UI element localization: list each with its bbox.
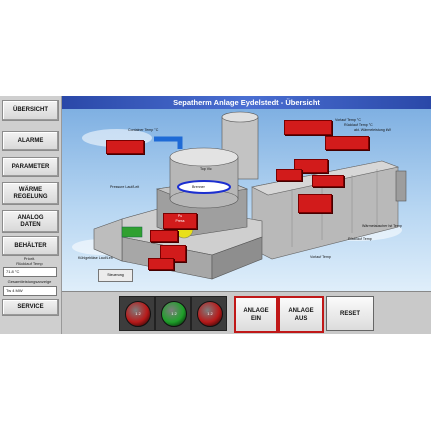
vorlauf-temp-label: Vorlauf Temp °C — [335, 118, 361, 122]
red-value-box[interactable] — [276, 169, 302, 181]
ruecklauf-temp-label: Priorit. Rücklauf Temp — [16, 256, 43, 266]
fuel-press-box[interactable]: Pu Press — [163, 213, 197, 229]
burner-ring — [177, 180, 231, 194]
status-lamp-red-icon: 1 2 — [125, 301, 151, 327]
nav-label: ALARME — [17, 137, 44, 144]
ruecklauf-temp-value: 71.8 °C — [3, 267, 57, 277]
vorlauf-temp-value[interactable] — [284, 120, 332, 135]
ruecklauf-temp-label-top: Rücklauf Temp °C — [344, 123, 373, 127]
nav-alarme-button[interactable]: ALARME — [2, 131, 59, 151]
anlage-ein-button[interactable]: ANLAGE EIN — [234, 296, 278, 333]
steuerung-box[interactable]: Steuerung — [98, 269, 133, 282]
fuel-press-label: Pu Press — [175, 214, 185, 223]
waermetauscher-label: Wärmetauscher Ist Temp — [362, 224, 402, 228]
sidebar: ÜBERSICHT ALARME PARAMETER WÄRME REGELUN… — [0, 96, 62, 334]
lamp-cell-2: 1 2 — [155, 296, 191, 331]
reactor-label: Top Vic — [200, 167, 212, 171]
gesamtleistung-value: Tw 4 MW — [3, 286, 57, 296]
nav-behaelter-button[interactable]: BEHÄLTER — [2, 236, 59, 256]
status-lamp-green-icon: 1 2 — [161, 301, 187, 327]
nav-label: BEHÄLTER — [14, 242, 47, 249]
nav-service-button[interactable]: SERVICE — [2, 299, 59, 316]
vorlauf-temp-label-bottom: Vorlauf Temp — [310, 255, 331, 259]
process-view: Container Temp °C Vorlauf Temp °C Rückla… — [62, 109, 431, 291]
lamp-text: 1 2 — [207, 311, 213, 316]
lamp-text: 1 2 — [135, 311, 141, 316]
red-value-box[interactable] — [150, 230, 178, 242]
red-value-box[interactable] — [312, 175, 344, 187]
gesamtleistung-label: Gesamtleistungsanzeige — [7, 279, 52, 284]
waermeleistung-value[interactable] — [325, 136, 369, 150]
reset-button[interactable]: RESET — [326, 296, 374, 331]
side-box — [395, 170, 407, 202]
plant-diagram — [93, 111, 407, 280]
waermeleistung-label: akt. Wärmeleistung kW — [354, 128, 391, 132]
nav-label: ÜBERSICHT — [12, 107, 48, 113]
burner-label: Brenner — [192, 185, 205, 189]
blue-pipe — [154, 136, 183, 149]
kuehlgeblaese-label: Kühlgebläse Lauf/Leit — [78, 256, 113, 260]
hmi-screen: ÜBERSICHT ALARME PARAMETER WÄRME REGELUN… — [0, 96, 431, 334]
red-value-box[interactable] — [148, 258, 174, 270]
nav-parameter-button[interactable]: PARAMETER — [2, 157, 59, 177]
anlage-aus-button[interactable]: ANLAGE AUS — [278, 296, 324, 333]
red-value-box[interactable] — [294, 159, 328, 173]
nav-label: PARAMETER — [11, 163, 50, 170]
control-bar: 1 2 1 2 1 2 ANLAGE EIN ANLAGE AUS RESET — [62, 291, 431, 334]
reactor-top — [169, 147, 239, 167]
pressure-label: Pressure Lauf/Leit — [110, 185, 140, 189]
lamp-text: 1 2 — [171, 311, 177, 316]
platform-side — [211, 236, 263, 280]
page-title: Sepatherm Anlage Eydelstedt - Übersicht — [62, 96, 431, 109]
green-unit — [121, 226, 143, 238]
nav-analog-daten-button[interactable]: ANALOG DATEN — [2, 210, 59, 233]
status-lamp-red-icon: 1 2 — [197, 301, 223, 327]
lamp-cell-1: 1 2 — [119, 296, 155, 331]
nav-label: ANALOG DATEN — [17, 214, 44, 228]
ramp — [93, 218, 123, 262]
nav-waerme-regelung-button[interactable]: WÄRME REGELUNG — [2, 182, 59, 205]
nav-label: WÄRME REGELUNG — [13, 186, 48, 200]
ruecklauf-temp-label-right: Rücklauf Temp — [348, 237, 372, 241]
red-value-box[interactable] — [298, 194, 332, 213]
container-temp-label: Container Temp °C — [128, 128, 159, 132]
lamp-cell-3: 1 2 — [191, 296, 227, 331]
silo-top — [221, 111, 259, 123]
nav-label: SERVICE — [17, 304, 44, 310]
container-temp-value[interactable] — [106, 140, 144, 154]
nav-uebersicht-button[interactable]: ÜBERSICHT — [2, 100, 59, 121]
